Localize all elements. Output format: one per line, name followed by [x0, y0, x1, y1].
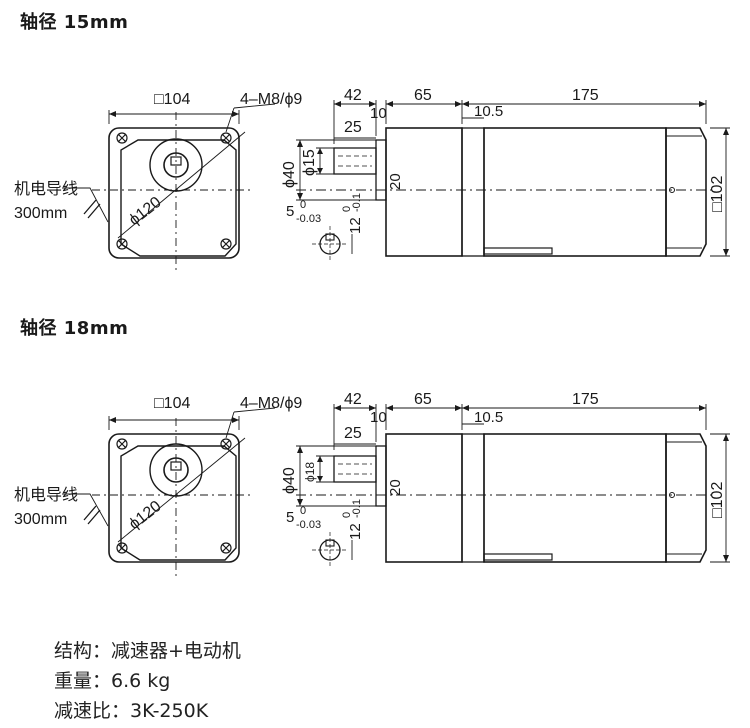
key-width: 5 — [286, 203, 294, 220]
spec-ratio: 减速比：3K-250K — [54, 696, 241, 726]
wire-label-2: 300mm — [14, 205, 67, 222]
dim-10: 10 — [370, 409, 387, 426]
dim-square-104: □104 — [154, 91, 190, 108]
dim-10-5: 10.5 — [474, 103, 503, 120]
spec-label: 结构： — [54, 640, 112, 662]
dim-20: 20 — [387, 173, 404, 190]
drawing-title-18mm: 轴径 18mm — [20, 318, 129, 339]
dim-10: 10 — [370, 105, 387, 122]
spec-label: 重量： — [54, 670, 112, 692]
key-depth-tol-up: 0 — [341, 206, 353, 212]
dim-42: 42 — [344, 87, 362, 104]
dim-dia120: ϕ120 — [126, 194, 165, 229]
dim-square-102: □102 — [709, 482, 726, 518]
key-width-tol-up: 0 — [300, 199, 306, 211]
key-depth: 12 — [347, 217, 364, 234]
wire-label-1: 机电导线 — [14, 486, 78, 504]
key-width: 5 — [286, 509, 294, 526]
dim-42: 42 — [344, 391, 362, 408]
dim-10-5: 10.5 — [474, 409, 503, 426]
key-depth-tol-up: 0 — [341, 512, 353, 518]
spec-value: 减速器+电动机 — [111, 640, 241, 662]
drawing-18mm: □104 4–M8/ϕ9 机电导线 300mm ϕ120 42 65 175 1… — [14, 391, 730, 578]
dim-175: 175 — [572, 87, 599, 104]
dim-bolt: 4–M8/ϕ9 — [240, 91, 302, 108]
mount-holes — [116, 132, 232, 250]
dim-square-104: □104 — [154, 395, 190, 412]
spec-weight: 重量：6.6 kg — [54, 666, 241, 696]
key-depth-tol-down: -0.1 — [351, 499, 363, 518]
drawing-title-15mm: 轴径 15mm — [20, 12, 129, 33]
dim-25: 25 — [344, 119, 362, 136]
dim-shaft: ϕ18 — [303, 462, 317, 482]
spec-value: 6.6 kg — [111, 670, 171, 692]
key-depth: 12 — [347, 523, 364, 540]
spec-list: 结构：减速器+电动机 重量：6.6 kg 减速比：3K-250K — [54, 636, 241, 726]
drawing-15mm: □104 4–M8/ϕ9 机电导线 300mm ϕ120 42 65 175 1… — [14, 87, 730, 272]
dim-bolt: 4–M8/ϕ9 — [240, 395, 302, 412]
key-width-tol-down: -0.03 — [296, 213, 321, 225]
flange-outline — [108, 127, 240, 259]
dim-square-102: □102 — [709, 176, 726, 212]
wire-label-1: 机电导线 — [14, 180, 78, 198]
spec-value: 3K-250K — [130, 700, 209, 722]
dim-25: 25 — [344, 425, 362, 442]
wire-label-2: 300mm — [14, 511, 67, 528]
dim-dia40: ϕ40 — [281, 161, 298, 188]
dim-shaft: ϕ15 — [301, 149, 318, 176]
spec-structure: 结构：减速器+电动机 — [54, 636, 241, 666]
spec-label: 减速比： — [54, 700, 131, 722]
dim-175: 175 — [572, 391, 599, 408]
key-depth-tol-down: -0.1 — [351, 193, 363, 212]
dim-dia40: ϕ40 — [281, 467, 298, 494]
dim-65: 65 — [414, 391, 432, 408]
key-width-tol-up: 0 — [300, 505, 306, 517]
key-width-tol-down: -0.03 — [296, 519, 321, 531]
dim-20: 20 — [387, 479, 404, 496]
dim-65: 65 — [414, 87, 432, 104]
dim-dia120: ϕ120 — [126, 498, 165, 533]
